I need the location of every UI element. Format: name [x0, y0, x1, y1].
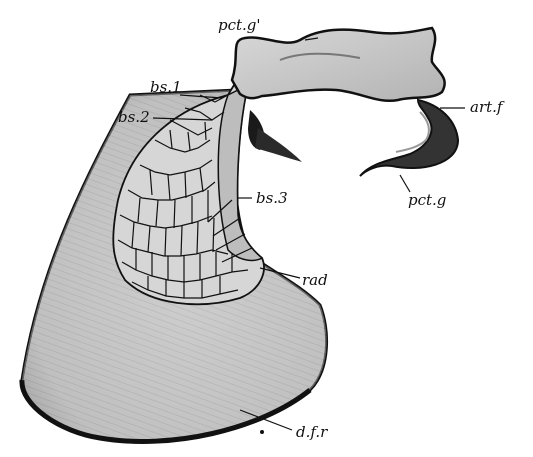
label-bs-3: bs.3 [256, 189, 288, 207]
label-bs-2: bs.2 [118, 108, 150, 126]
label-pct-g: pct.g [408, 191, 446, 209]
leader-pct-g [400, 175, 410, 192]
dot-marker [260, 430, 264, 434]
pectoral-girdle [232, 28, 458, 176]
label-rad: rad [302, 271, 328, 289]
label-pct-g-prime: pct.g' [218, 16, 261, 34]
label-d-f-r: d.f.r [296, 423, 328, 441]
label-art-f: art.f [470, 98, 505, 116]
label-bs-1: bs.1 [150, 78, 182, 96]
